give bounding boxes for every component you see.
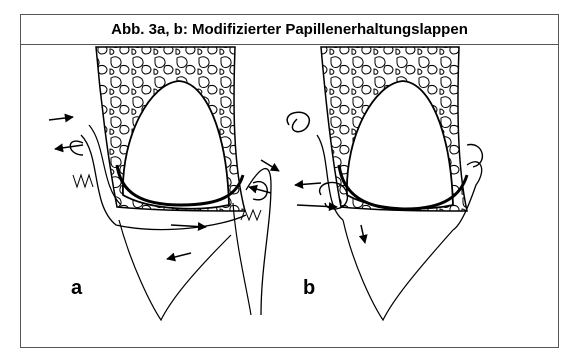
panel-a-drawing xyxy=(49,47,279,320)
panel-b-drawing xyxy=(287,47,482,320)
panel-a-label: a xyxy=(71,277,82,300)
panel-b-label: b xyxy=(303,277,315,300)
papilla-diagram xyxy=(21,15,560,349)
figure-frame: Abb. 3a, b: Modifizierter Papillenerhalt… xyxy=(20,14,559,348)
